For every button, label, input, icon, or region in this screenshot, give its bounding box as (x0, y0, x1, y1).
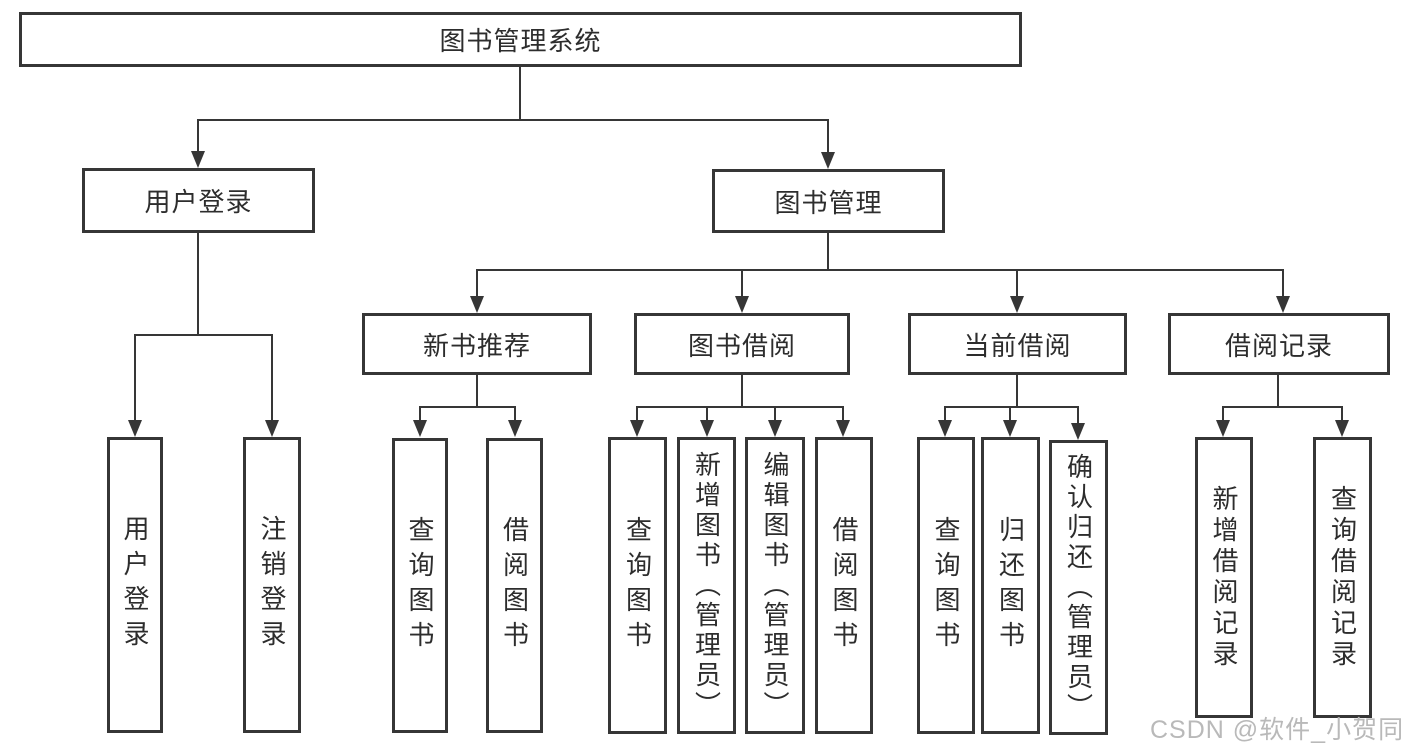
node-new-book-recommendation: 新书推荐 (362, 313, 592, 375)
arrowhead-user-login (191, 151, 205, 168)
arrowhead-br-query (1335, 420, 1349, 437)
node-label: 新增借阅记录 (1209, 484, 1239, 671)
connector-drop-cb-return (1009, 406, 1011, 422)
arrowhead-book-borrow (735, 296, 749, 313)
node-user-login: 用户登录 (82, 168, 315, 233)
node-book-borrowing: 图书借阅 (634, 313, 850, 375)
connector-new-book-down (476, 375, 478, 408)
csdn-watermark: CSDN @软件_小贺同学 (1150, 716, 1405, 744)
node-label: 查询图书 (931, 515, 961, 656)
connector-records-horizontal (1222, 406, 1342, 408)
connector-drop-user-login (197, 119, 199, 154)
connector-user-login-down (197, 233, 199, 336)
arrowhead-br-add (1216, 420, 1230, 437)
connector-drop-book-borrow (741, 269, 743, 299)
arrowhead-cb-return (1003, 420, 1017, 437)
arrowhead-login-leaf (128, 420, 142, 437)
connector-drop-new-book (476, 269, 478, 299)
arrowhead-bb-query (630, 420, 644, 437)
node-label: 归还图书 (995, 515, 1026, 656)
arrowhead-cb-confirm (1071, 423, 1085, 440)
arrowhead-current-borrow (1010, 296, 1024, 313)
arrowhead-rec-borrow (508, 420, 522, 437)
connector-new-book-horizontal (419, 406, 516, 408)
connector-drop-rec-borrow (514, 406, 516, 422)
connector-root-down (519, 67, 521, 120)
node-label: 注销登录 (257, 515, 287, 655)
node-label: 查询图书 (405, 515, 435, 656)
node-label: 借阅图书 (829, 515, 859, 656)
node-label: 确认归还（管理员） (1063, 452, 1094, 723)
connector-drop-br-query (1341, 406, 1343, 422)
connector-drop-bb-query (636, 406, 638, 422)
arrowhead-book-mgmt (821, 152, 835, 169)
connector-current-borrow-down (1016, 375, 1018, 408)
arrowhead-borrow-records (1276, 296, 1290, 313)
arrowhead-bb-borrow (836, 420, 850, 437)
connector-drop-book-mgmt (827, 119, 829, 155)
connector-book-borrow-horizontal (636, 406, 844, 408)
node-current-confirm-return-admin: 确认归还（管理员） (1049, 440, 1108, 735)
node-label: 查询借阅记录 (1327, 484, 1358, 671)
node-recommend-query-books: 查询图书 (392, 438, 448, 733)
connector-drop-rec-query (419, 406, 421, 422)
node-book-management: 图书管理 (712, 169, 945, 233)
node-borrow-add-books-admin: 新增图书（管理员） (677, 437, 736, 734)
node-label: 图书管理系统 (439, 26, 602, 56)
node-borrow-edit-books-admin: 编辑图书（管理员） (745, 437, 805, 734)
connector-drop-bb-borrow (842, 406, 844, 422)
node-records-add-record: 新增借阅记录 (1195, 437, 1253, 718)
connector-current-borrow-horizontal (944, 406, 1079, 408)
connector-book-borrow-down (741, 375, 743, 408)
connector-drop-bb-edit (774, 406, 776, 422)
node-label: 查询图书 (622, 515, 653, 656)
node-label: 借阅图书 (499, 515, 530, 656)
node-label: 图书借阅 (687, 330, 796, 361)
node-label: 图书管理 (774, 187, 883, 218)
connector-drop-logout-leaf (271, 334, 273, 422)
node-label: 借阅记录 (1224, 330, 1333, 361)
node-recommend-borrow-books: 借阅图书 (486, 438, 543, 733)
node-system-root: 图书管理系统 (19, 12, 1022, 67)
node-label: 新书推荐 (422, 330, 531, 361)
arrowhead-bb-add (700, 420, 714, 437)
connector-records-down (1277, 375, 1279, 408)
node-label: 当前借阅 (963, 330, 1072, 361)
arrowhead-rec-query (413, 420, 427, 437)
connector-l2-horizontal (197, 119, 829, 121)
node-current-borrowing: 当前借阅 (908, 313, 1127, 375)
connector-drop-cb-query (944, 406, 946, 422)
connector-drop-br-add (1222, 406, 1224, 422)
connector-drop-cb-confirm (1077, 406, 1079, 425)
node-label: 用户登录 (144, 187, 253, 217)
node-borrowing-records: 借阅记录 (1168, 313, 1390, 375)
node-label: 用户登录 (120, 515, 150, 655)
node-label: 新增图书（管理员） (691, 450, 722, 721)
connector-drop-current-borrow (1016, 269, 1018, 299)
connector-book-mgmt-down (827, 233, 829, 271)
node-borrow-query-books: 查询图书 (608, 437, 667, 734)
node-current-query-books: 查询图书 (917, 437, 975, 734)
node-logout-leaf: 注销登录 (243, 437, 301, 733)
node-label: 编辑图书（管理员） (760, 450, 790, 721)
arrowhead-cb-query (938, 420, 952, 437)
node-records-query-record: 查询借阅记录 (1313, 437, 1372, 718)
node-borrow-borrow-books: 借阅图书 (815, 437, 873, 734)
arrowhead-bb-edit (768, 420, 782, 437)
connector-user-login-horizontal (134, 334, 273, 336)
connector-drop-borrow-records (1282, 269, 1284, 299)
node-current-return-books: 归还图书 (981, 437, 1040, 734)
connector-drop-bb-add (706, 406, 708, 422)
node-user-login-leaf: 用户登录 (107, 437, 163, 733)
arrowhead-new-book (470, 296, 484, 313)
arrowhead-logout-leaf (265, 420, 279, 437)
connector-drop-login-leaf (134, 334, 136, 422)
connector-l3-horizontal (476, 269, 1284, 271)
